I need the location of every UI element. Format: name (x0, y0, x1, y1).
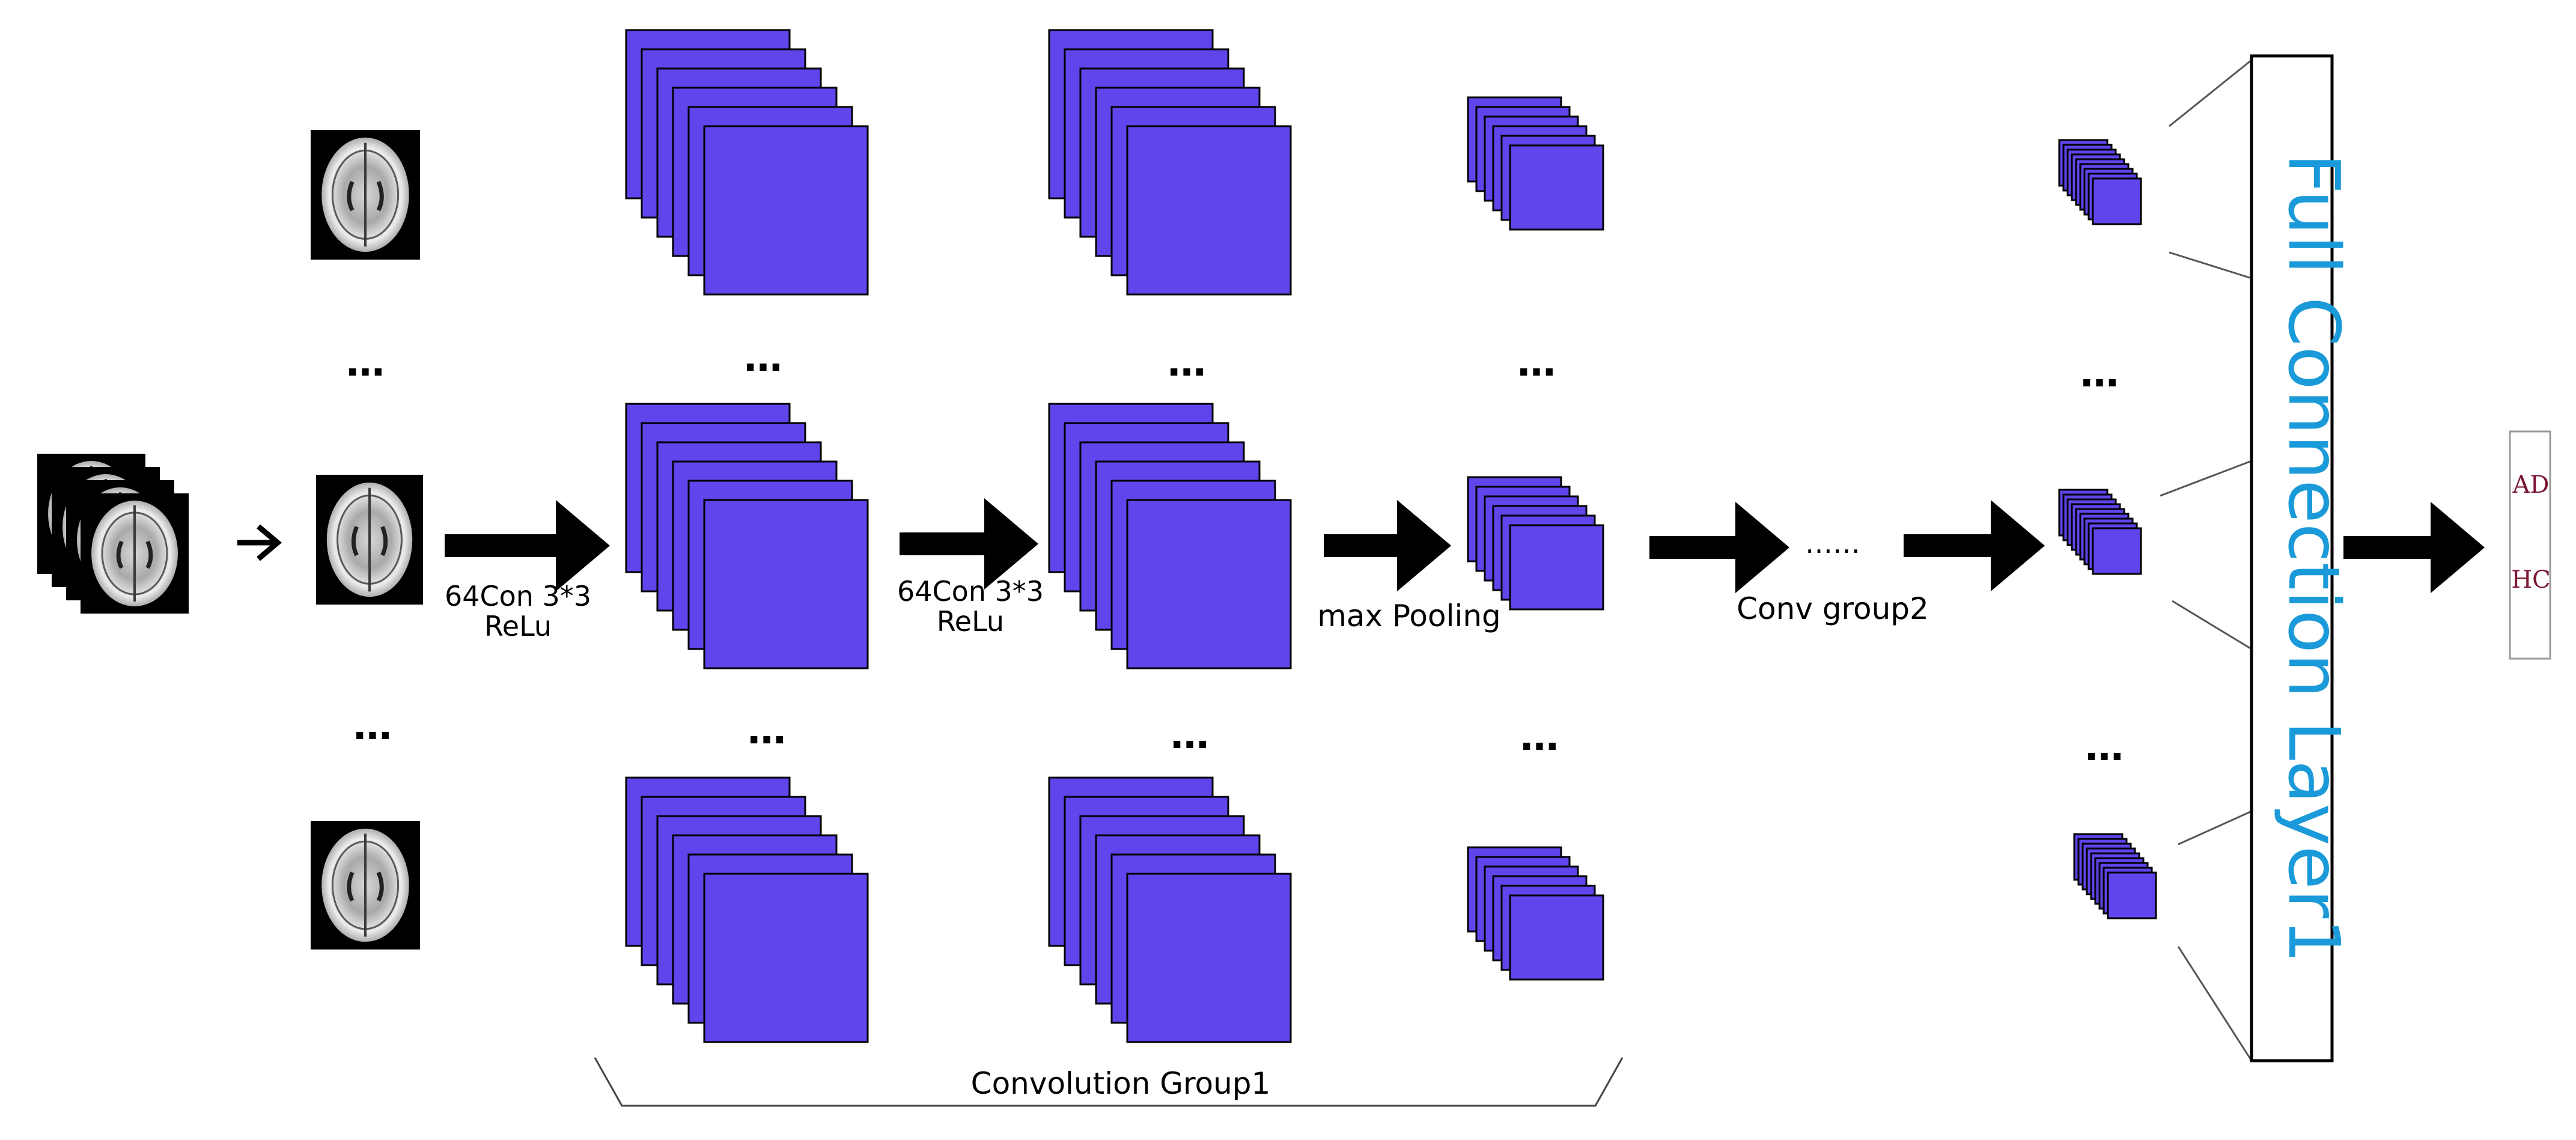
ellipsis-horizontal: …… (1805, 527, 1860, 559)
arrow-right-icon (900, 498, 1038, 590)
pool-feature-stack-1 (1467, 476, 1604, 611)
conv-group2-label: Conv group2 (1737, 591, 1929, 626)
conv2-label-line1: 64Con 3*3 (897, 575, 1044, 608)
arrow-right-icon (1649, 502, 1789, 593)
feature-map (1509, 894, 1604, 981)
feature-map (2107, 871, 2157, 919)
ellipsis-dots-3: … (748, 709, 786, 753)
feature-map (1126, 499, 1292, 669)
ellipsis-dots-9: … (2085, 725, 2124, 770)
ellipsis-dots-8: … (2080, 352, 2119, 396)
conv1-label-line1: 64Con 3*3 (445, 580, 591, 612)
ellipsis-dots-5: … (1171, 713, 1209, 758)
input-image-stack (37, 454, 189, 614)
brain-mri-icon (81, 493, 189, 614)
ellipsis-dots-0: … (346, 341, 385, 385)
feature-map (703, 873, 869, 1043)
conv1-feature-stack-0 (625, 29, 869, 296)
pool-feature-stack-0 (1467, 96, 1604, 231)
ellipsis-dots: ………………………… (346, 336, 2124, 770)
conv1-feature-stack-2 (625, 776, 869, 1043)
feature-map (2092, 177, 2142, 225)
output-label-ad: AD (2512, 471, 2550, 499)
slice-column (311, 130, 423, 949)
ellipsis-dots-1: … (353, 704, 392, 749)
output-box (2509, 430, 2551, 660)
group1-bracket (594, 1057, 1624, 1107)
group2-stack-2 (2073, 833, 2157, 919)
flow-arrows (445, 498, 2485, 593)
feature-map (1126, 873, 1292, 1043)
feature-map (703, 125, 869, 296)
conv1-feature-stack-1 (625, 403, 869, 669)
output-label-hc: HC (2511, 566, 2551, 594)
brain-mri-slice-bottom (311, 821, 420, 949)
arrow-right-icon (1904, 500, 2045, 591)
conv2-feature-stack-1 (1048, 403, 1292, 669)
arrow-right-icon (1324, 500, 1451, 591)
conv1-label-line2: ReLu (484, 610, 552, 642)
brain-mri-slice-middle (316, 475, 423, 605)
group1-label: Convolution Group1 (971, 1066, 1271, 1101)
brain-mri-slice-top (311, 130, 420, 260)
feature-map-stacks (625, 29, 1604, 1043)
feature-map (1509, 524, 1604, 611)
feature-map (2092, 527, 2142, 575)
feature-map (1509, 144, 1604, 231)
conv2-feature-stack-0 (1048, 29, 1292, 296)
arrow-right-icon (445, 500, 610, 591)
ellipsis-dots-6: … (1517, 341, 1556, 385)
arrow-right-icon (2343, 502, 2485, 593)
conv2-feature-stack-2 (1048, 776, 1292, 1043)
group2-feature-stacks (2058, 139, 2157, 919)
feature-map (703, 499, 869, 669)
full-connection-layer-box (2250, 54, 2334, 1062)
conv2-label-line2: ReLu (937, 605, 1004, 638)
arrow-right-icon (237, 524, 282, 561)
full-connection-layer-title: Full Connection Layer1 (2273, 153, 2355, 964)
group2-stack-1 (2058, 489, 2142, 575)
pool-feature-stack-2 (1467, 846, 1604, 981)
fc-connector-lines (2160, 59, 2253, 1061)
feature-map (1126, 125, 1292, 296)
ellipsis-dots-2: … (744, 336, 782, 380)
group2-stack-0 (2058, 139, 2142, 225)
pooling-label: max Pooling (1317, 599, 1501, 633)
ellipsis-dots-4: … (1168, 341, 1206, 385)
ellipsis-dots-7: … (1520, 715, 1559, 760)
